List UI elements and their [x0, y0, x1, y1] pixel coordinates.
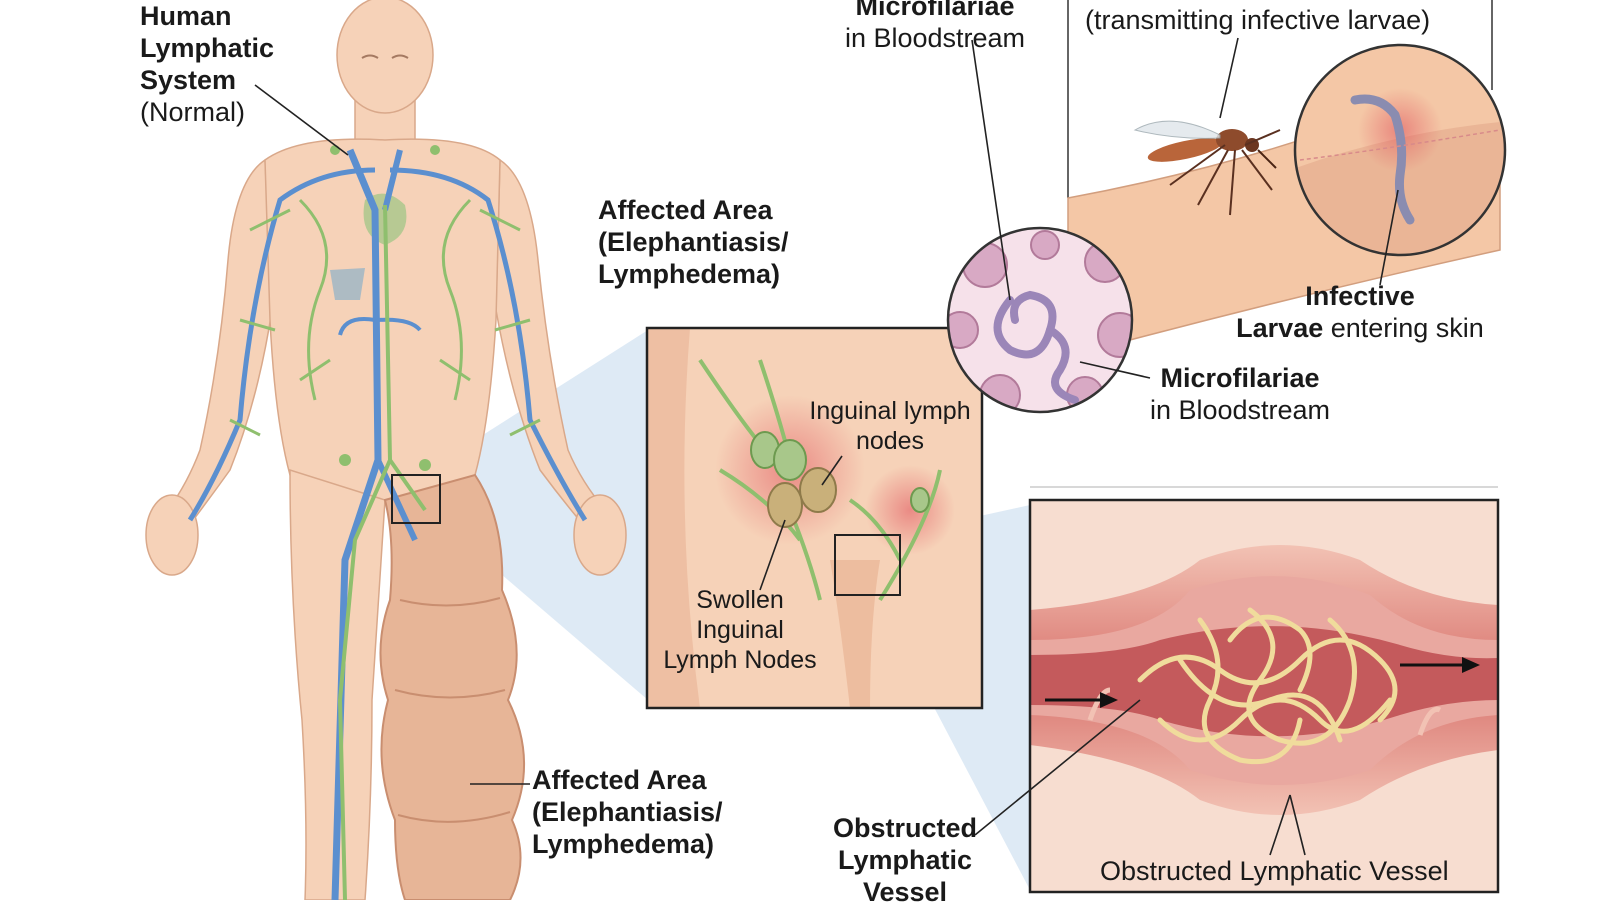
- label-swollen-inguinal-nodes: Swollen Inguinal Lymph Nodes: [655, 585, 825, 675]
- label-inguinal-lymph-nodes: Inguinal lymph nodes: [800, 396, 980, 456]
- label-line: Obstructed Lymphatic Vessel: [1100, 856, 1449, 886]
- label-line: nodes: [855, 427, 925, 455]
- label-line: Lymphedema): [598, 259, 781, 289]
- label-line: Infective: [1305, 281, 1415, 311]
- human-figure: [145, 0, 627, 900]
- label-line: Microfilariae: [1160, 363, 1320, 393]
- label-affected-area-leg: Affected Area (Elephantiasis/ Lymphedema…: [532, 764, 723, 860]
- label-line: Lymphatic: [837, 845, 973, 875]
- label-line: Lymphedema): [532, 829, 715, 859]
- callout-wedge-inguinal: [420, 330, 648, 700]
- label-bold-part: Larvae: [1236, 313, 1324, 343]
- label-infective-larvae: Infective Larvae entering skin: [1215, 280, 1505, 344]
- label-obstructed-vessel-left: Obstructed Lymphatic Vessel: [825, 812, 985, 908]
- label-line: in Bloodstream: [844, 23, 1026, 53]
- mosquito-icon: [1133, 120, 1281, 216]
- label-line: Human: [140, 1, 232, 31]
- inguinal-inset: [645, 326, 984, 710]
- label-line: Affected Area: [598, 195, 773, 225]
- label-line: Microfilariae: [855, 0, 1015, 21]
- label-microfilariae-mid: Microfilariae in Bloodstream: [1135, 362, 1345, 426]
- label-line: (transmitting infective larvae): [1085, 5, 1431, 35]
- mosquito-panel: [1067, 0, 1507, 342]
- label-line: Obstructed: [832, 813, 978, 843]
- vessel-inset: [1028, 498, 1500, 894]
- groin-marker-box: [391, 474, 441, 524]
- label-line: Lymphatic: [140, 33, 275, 63]
- label-rest-part: entering skin: [1323, 313, 1484, 343]
- label-line: in Bloodstream: [1149, 395, 1331, 425]
- label-line: Inguinal: [696, 616, 784, 644]
- label-line: System: [140, 65, 237, 95]
- label-affected-area-top: Affected Area (Elephantiasis/ Lymphedema…: [598, 194, 789, 290]
- label-mosquito: (transmitting infective larvae): [1085, 4, 1430, 36]
- label-line: (Elephantiasis/: [532, 797, 723, 827]
- label-human-lymphatic-system: Human Lymphatic System (Normal): [140, 0, 274, 128]
- inguinal-marker-box: [834, 534, 901, 596]
- label-obstructed-vessel-bottom: Obstructed Lymphatic Vessel: [1100, 855, 1449, 887]
- label-line: Vessel: [862, 877, 948, 907]
- label-line: Affected Area: [532, 765, 707, 795]
- label-microfilariae-top: Microfilariae in Bloodstream: [830, 0, 1040, 54]
- label-line: Swollen: [696, 586, 784, 614]
- label-line: Lymph Nodes: [663, 646, 817, 674]
- label-line: (Normal): [140, 97, 245, 127]
- label-line: (Elephantiasis/: [598, 227, 789, 257]
- label-line: Larvae entering skin: [1215, 312, 1505, 344]
- label-line: Inguinal lymph: [809, 397, 971, 425]
